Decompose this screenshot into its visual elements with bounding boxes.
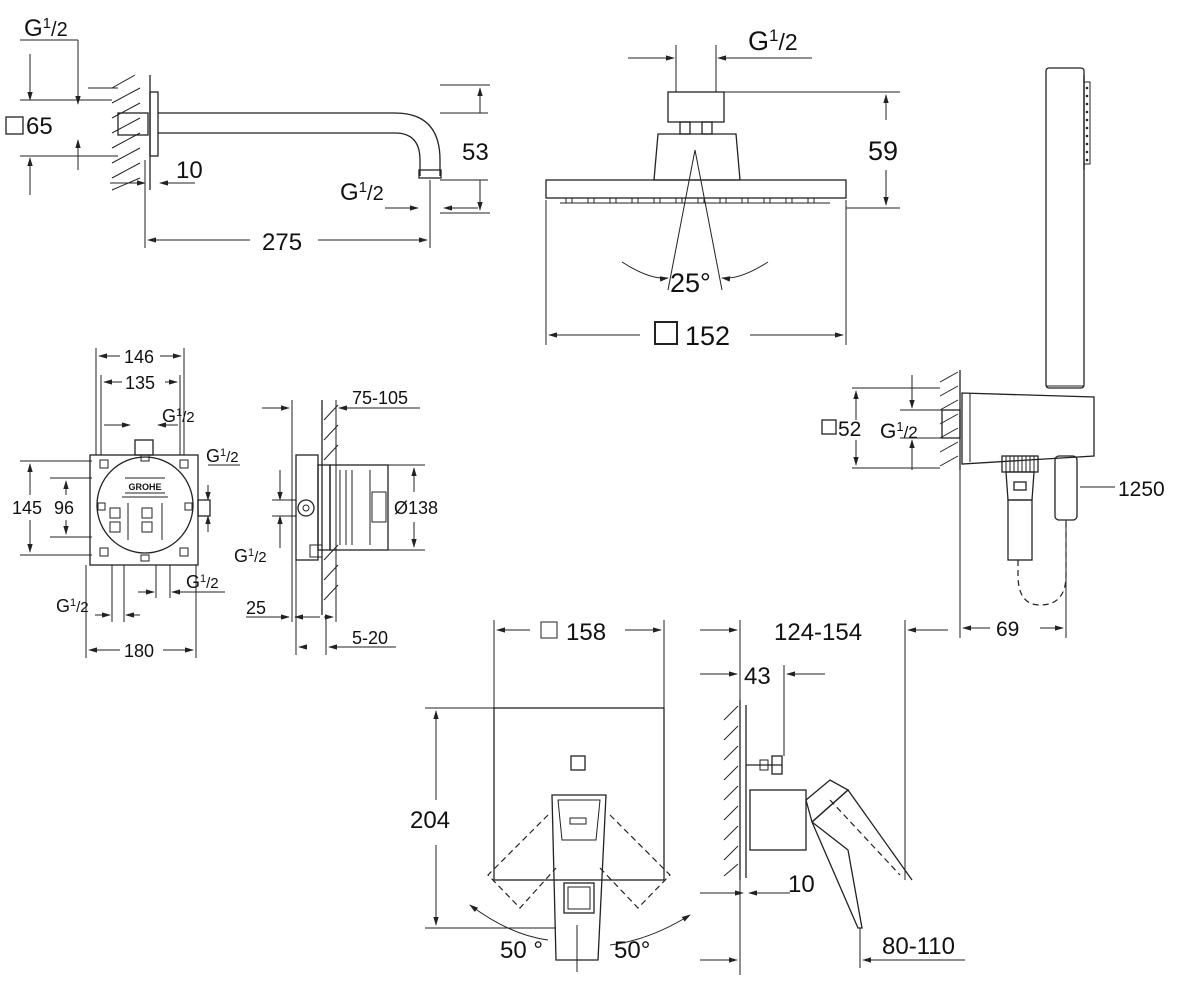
body-logo: GROHE <box>128 482 161 492</box>
valve-43-label: 43 <box>744 663 771 690</box>
holder-thread-label: G1/2 <box>880 419 918 443</box>
valve-depth-label: 124-154 <box>774 619 862 646</box>
body-thread-br-label: G1/2 <box>186 572 219 592</box>
side-d520-label: 5-20 <box>352 628 388 648</box>
body-thread-top-label: G1/2 <box>162 406 195 426</box>
valve-80110-label: 80-110 <box>882 933 955 960</box>
wall-holder <box>961 392 1095 465</box>
arm-length-label: 275 <box>262 229 302 256</box>
concealed-body-front: GROHE 146 <box>12 347 240 661</box>
diverter-button <box>570 755 586 771</box>
holder-square-label: 52 <box>838 418 861 441</box>
body-thread-right-label: G1/2 <box>206 446 239 466</box>
body-h1-label: 145 <box>12 498 42 518</box>
holder-depth-label: 69 <box>996 618 1019 641</box>
square-icon <box>821 419 837 435</box>
square-icon <box>654 321 678 345</box>
hand-shower-nozzles <box>1085 86 1089 162</box>
arm-pipe-bottom <box>158 132 421 176</box>
hand-shower-handle <box>1045 67 1085 389</box>
hose-nut <box>1001 455 1039 473</box>
shower-arm-view: G1/2 65 10 G1/2 53 275 <box>5 15 490 256</box>
trim-plate-front: 158 204 50 ° 50° <box>410 619 691 972</box>
body-circle <box>96 456 194 554</box>
side-depth-label: 75-105 <box>352 388 408 408</box>
trim-height-label: 204 <box>410 807 450 834</box>
square-icon <box>5 116 24 135</box>
head-width-label: 152 <box>685 321 730 351</box>
square-icon <box>540 621 558 639</box>
hand-shower-view: 52 G1/2 1250 69 <box>821 67 1165 641</box>
head-plate <box>545 179 847 199</box>
arm-height-label: 53 <box>462 139 489 166</box>
valve-10-label: 10 <box>788 871 815 898</box>
side-body-box <box>329 464 389 551</box>
trim-angle-left-label: 50 ° <box>500 937 543 964</box>
body-thread-bl-label: G1/2 <box>56 596 89 616</box>
trim-angle-right-label: 50° <box>614 937 650 964</box>
side-diam-label: Ø138 <box>394 498 438 518</box>
valve-wall-hatch <box>723 705 739 877</box>
head-nozzles <box>565 197 815 204</box>
trim-width-label: 158 <box>566 619 606 646</box>
head-connector <box>667 91 725 123</box>
valve-lever <box>811 789 913 881</box>
holder-hose-label: 1250 <box>1118 478 1165 501</box>
trim-plate <box>493 707 665 881</box>
head-thread-label: G1/2 <box>748 26 798 56</box>
side-thread-label: G1/2 <box>234 546 267 566</box>
head-body <box>653 133 741 181</box>
arm-gap-label: 10 <box>176 157 203 184</box>
holder-wall-hatch <box>939 371 959 467</box>
arm-thread-top-label: G1/2 <box>24 15 68 42</box>
arm-connector <box>117 112 149 136</box>
body-w2-label: 135 <box>125 373 155 393</box>
body-w1-label: 146 <box>124 347 154 367</box>
hose-connector <box>1007 499 1033 561</box>
body-h2-label: 96 <box>54 498 74 518</box>
side-d25-label: 25 <box>246 598 266 618</box>
head-angle-label: 25° <box>670 268 711 298</box>
arm-square-label: 65 <box>26 113 53 140</box>
arm-outlet <box>418 169 442 179</box>
diverter-knob <box>771 755 783 775</box>
valve-body <box>749 789 807 851</box>
trim-lever <box>551 794 607 961</box>
concealed-body-side: 75-105 Ø138 G1/2 25 5-20 <box>234 388 438 655</box>
hose-dashed <box>1017 520 1067 606</box>
shower-head-view: G1/2 59 25° 152 <box>545 26 900 351</box>
arm-flange <box>149 91 159 157</box>
handle-end <box>1054 455 1078 521</box>
arm-outlet-thread-label: G1/2 <box>340 179 384 206</box>
body-width-label: 180 <box>124 641 154 661</box>
valve-side-view: 124-154 43 10 80-110 <box>700 619 965 975</box>
head-height-label: 59 <box>868 136 898 166</box>
arm-pipe-top <box>158 112 441 176</box>
